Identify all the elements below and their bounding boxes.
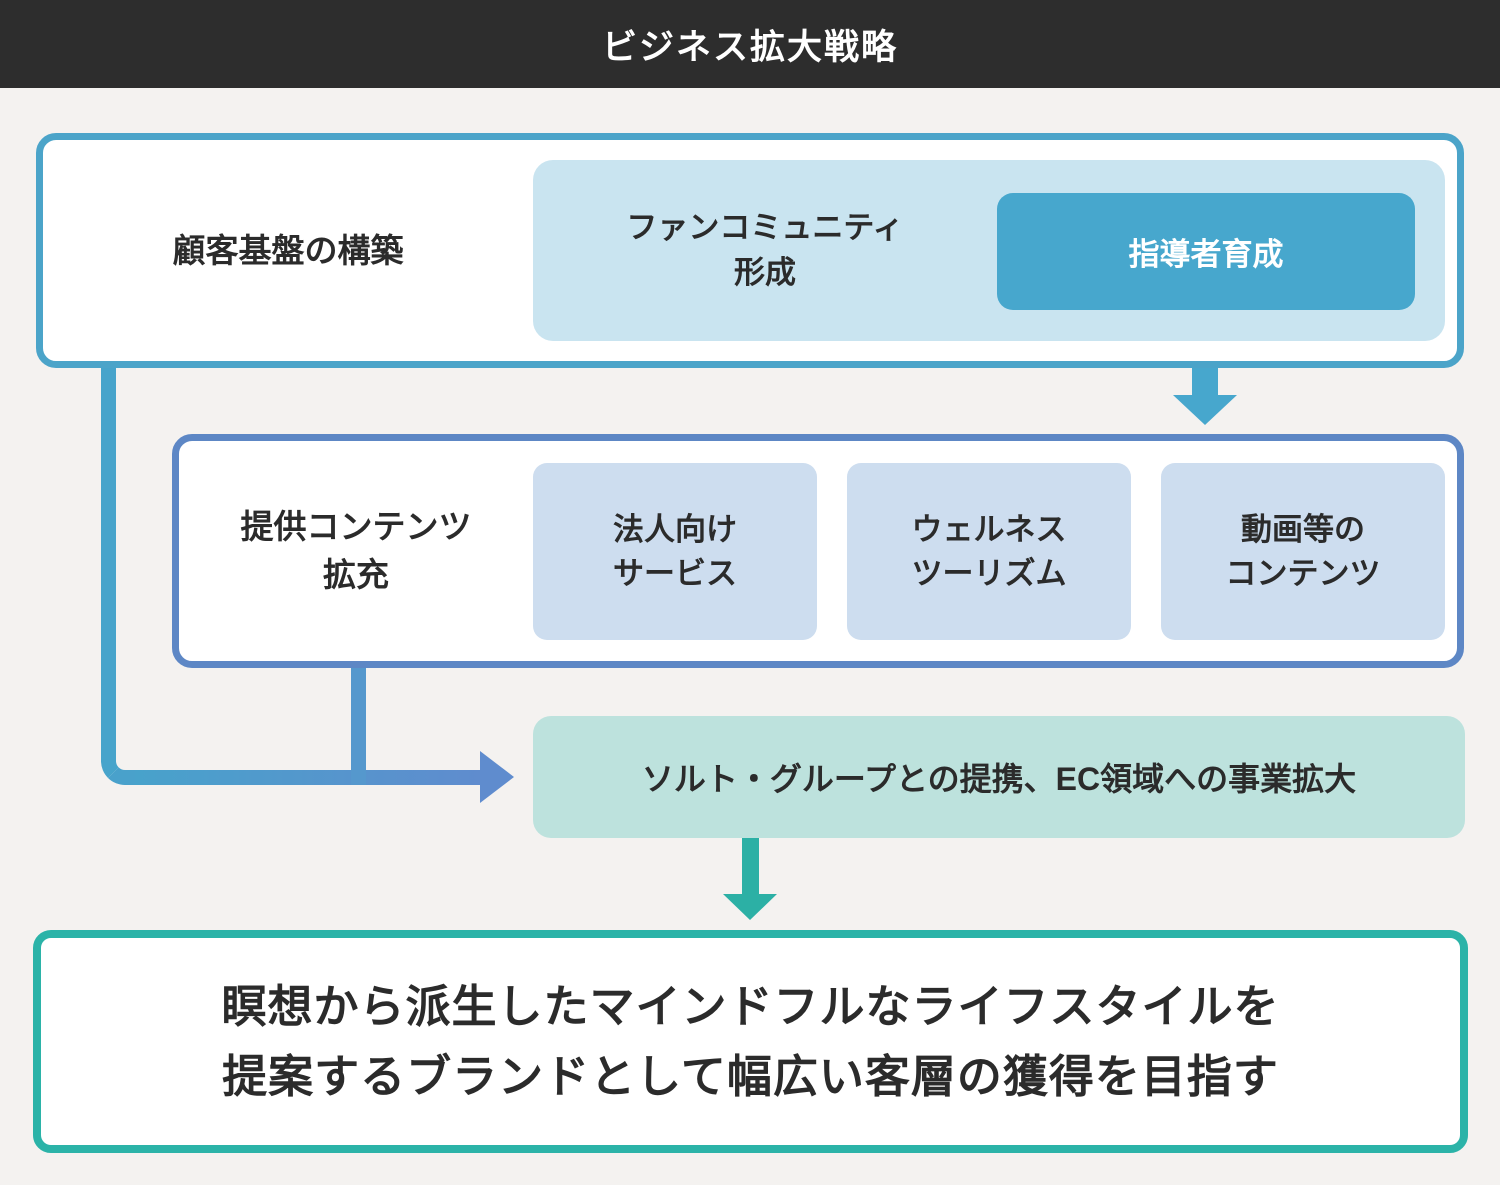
content-expansion-label-line1: 提供コンテンツ [240,508,472,546]
leader-training-box: 指導者育成 [997,193,1415,310]
connector-horizontal-line [135,770,480,785]
down-arrow-icon [723,894,777,920]
header-bar: ビジネス拡大戦略 [0,0,1500,88]
partnership-box: ソルト・グループとの提携、EC領域への事業拡大 [533,716,1465,838]
video-content-box: 動画等の コンテンツ [1161,463,1445,640]
customer-base-label: 顧客基盤の構築 [172,231,404,269]
goal-line1: 瞑想から派生したマインドフルなライフスタイルを [221,980,1280,1032]
wellness-tourism-line1: ウェルネス [911,512,1067,548]
goal-statement-box: 瞑想から派生したマインドフルなライフスタイルを 提案するブランドとして幅広い客層… [33,930,1468,1153]
right-arrow-icon [480,751,514,803]
corporate-services-line2: サービス [613,555,737,591]
corporate-services-box: 法人向け サービス [533,463,817,640]
video-content-line2: コンテンツ [1225,555,1381,591]
goal-line2: 提案するブランドとして幅広い客層の獲得を目指す [222,1050,1279,1102]
partnership-down-arrow-shaft [742,838,759,896]
page-title: ビジネス拡大戦略 [601,27,898,67]
fan-community-line1: ファンコミュニティ [626,209,904,245]
connector-line-content-expansion [351,660,366,785]
content-expansion-label: 提供コンテンツ 拡充 [179,441,533,661]
fan-community-label: ファンコミュニティ 形成 [533,160,997,341]
down-arrow-icon [1173,395,1237,425]
fan-community-line2: 形成 [734,254,796,290]
partnership-label: ソルト・グループとの提携、EC領域への事業拡大 [641,761,1357,797]
leader-training-label: 指導者育成 [1128,237,1284,272]
corporate-services-line1: 法人向け [613,512,737,548]
content-expansion-label-line2: 拡充 [323,556,389,593]
video-content-line1: 動画等の [1241,512,1365,548]
wellness-tourism-line2: ツーリズム [911,555,1067,591]
wellness-tourism-box: ウェルネス ツーリズム [847,463,1131,640]
